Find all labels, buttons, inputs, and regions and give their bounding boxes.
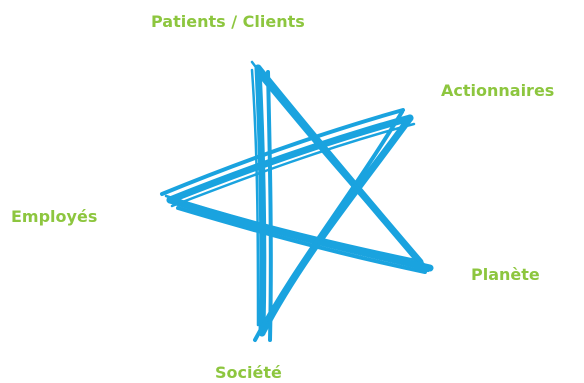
star-sketch-1 xyxy=(260,76,430,272)
star-sketch-5 xyxy=(176,206,427,274)
star-stroke-top-to-bottom-left xyxy=(254,64,267,337)
star-stroke-right-to-left xyxy=(166,114,414,204)
star-scribble-2 xyxy=(250,68,260,327)
label-employes: Employés xyxy=(11,207,98,226)
star-scribble-4 xyxy=(170,122,416,208)
star-sketch-4 xyxy=(160,108,405,196)
label-planete: Planète xyxy=(471,265,540,284)
label-patients-clients: Patients / Clients xyxy=(151,12,305,31)
star-scribble-1 xyxy=(250,60,418,257)
star-stroke-left-to-bottom-right xyxy=(166,196,434,272)
star-stroke-bottom-left-to-right xyxy=(258,114,414,337)
star-strokes xyxy=(160,60,434,342)
star-sketch-3 xyxy=(253,110,404,342)
star-scribble-3 xyxy=(164,194,417,262)
label-societe: Société xyxy=(215,363,282,382)
star-sketch-2 xyxy=(266,70,273,342)
label-actionnaires: Actionnaires xyxy=(441,81,555,100)
